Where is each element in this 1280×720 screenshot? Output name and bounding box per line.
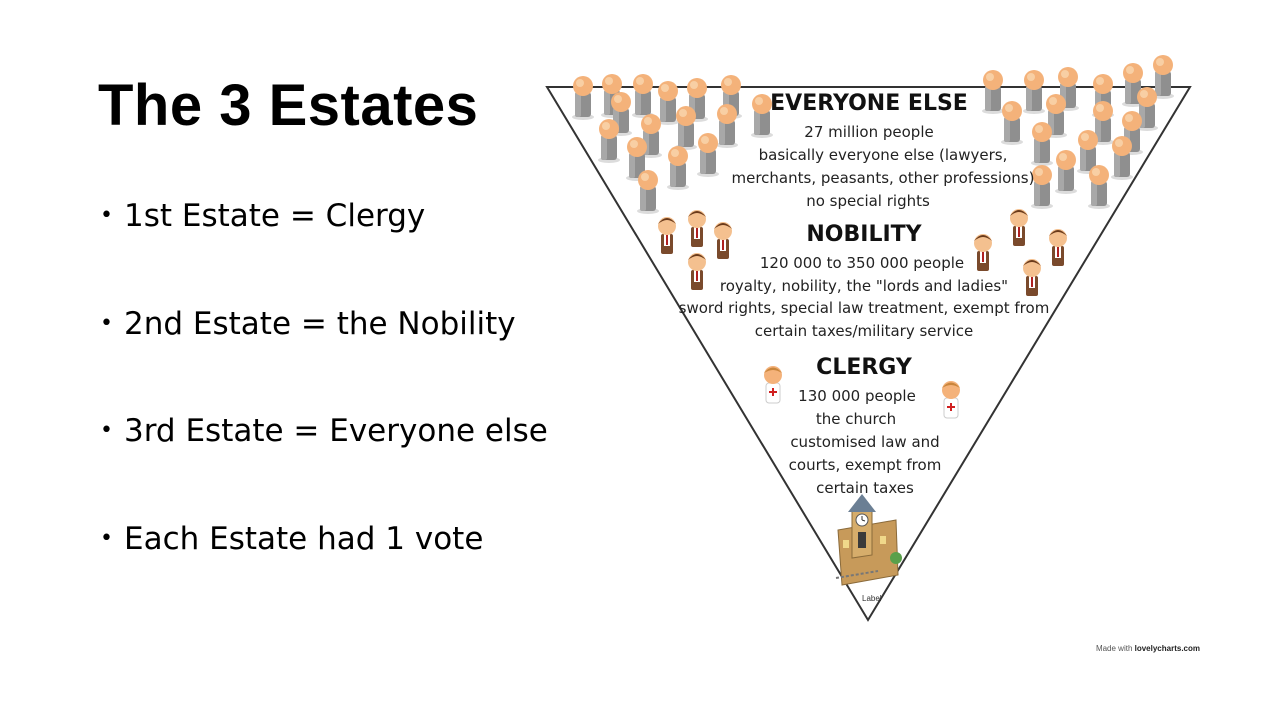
church-label: Label bbox=[862, 594, 882, 603]
tier-heading: CLERGY bbox=[816, 355, 913, 380]
tier-line: merchants, peasants, other professions) bbox=[732, 169, 1035, 187]
tier-line: certain taxes/military service bbox=[755, 322, 973, 340]
tier-nobility: NOBILITY 120 000 to 350 000 people royal… bbox=[679, 222, 1050, 340]
tier-line: no special rights bbox=[806, 192, 930, 210]
commoner-crowd-left bbox=[572, 74, 773, 214]
tier-line: courts, exempt from bbox=[789, 456, 942, 474]
tier-line: sword rights, special law treatment, exe… bbox=[679, 299, 1050, 317]
bullet-dot-icon: • bbox=[100, 203, 113, 228]
tier-heading: NOBILITY bbox=[806, 222, 922, 247]
tier-line: 130 000 people bbox=[798, 387, 916, 405]
bullet-item: • 3rd Estate = Everyone else bbox=[100, 413, 548, 449]
bullet-dot-icon: • bbox=[100, 311, 113, 336]
credit-text: Made with lovelycharts.com bbox=[1096, 644, 1200, 653]
tier-line: certain taxes bbox=[816, 479, 914, 497]
credit-brand: lovelycharts.com bbox=[1135, 644, 1200, 653]
bullet-item: • Each Estate had 1 vote bbox=[100, 521, 483, 557]
slide-title: The 3 Estates bbox=[98, 73, 479, 138]
tier-everyone-else: EVERYONE ELSE 27 million people basicall… bbox=[732, 91, 1035, 210]
bullet-text: 3rd Estate = Everyone else bbox=[124, 413, 548, 449]
tier-line: 27 million people bbox=[804, 123, 933, 141]
tier-line: the church bbox=[816, 410, 896, 428]
tier-line: royalty, nobility, the "lords and ladies… bbox=[720, 277, 1008, 295]
pyramid-triangle bbox=[545, 86, 1192, 622]
bullet-dot-icon: • bbox=[100, 418, 113, 443]
tier-clergy: CLERGY 130 000 people the church customi… bbox=[789, 355, 942, 497]
bullet-item: • 1st Estate = Clergy bbox=[100, 198, 425, 234]
tier-line: 120 000 to 350 000 people bbox=[760, 254, 964, 272]
church-building-icon: Label bbox=[835, 494, 902, 603]
estates-pyramid-diagram: Label EVERYONE ELSE 27 million people ba… bbox=[545, 55, 1200, 653]
tier-line: basically everyone else (lawyers, bbox=[759, 146, 1008, 164]
bullet-text: 1st Estate = Clergy bbox=[124, 198, 426, 234]
bullet-text: Each Estate had 1 vote bbox=[124, 521, 484, 557]
bullet-item: • 2nd Estate = the Nobility bbox=[100, 306, 516, 342]
bullet-text: 2nd Estate = the Nobility bbox=[124, 306, 516, 342]
tier-line: customised law and bbox=[790, 433, 939, 451]
credit-prefix: Made with bbox=[1096, 644, 1135, 653]
bullet-dot-icon: • bbox=[100, 526, 113, 551]
tier-heading: EVERYONE ELSE bbox=[770, 91, 968, 116]
